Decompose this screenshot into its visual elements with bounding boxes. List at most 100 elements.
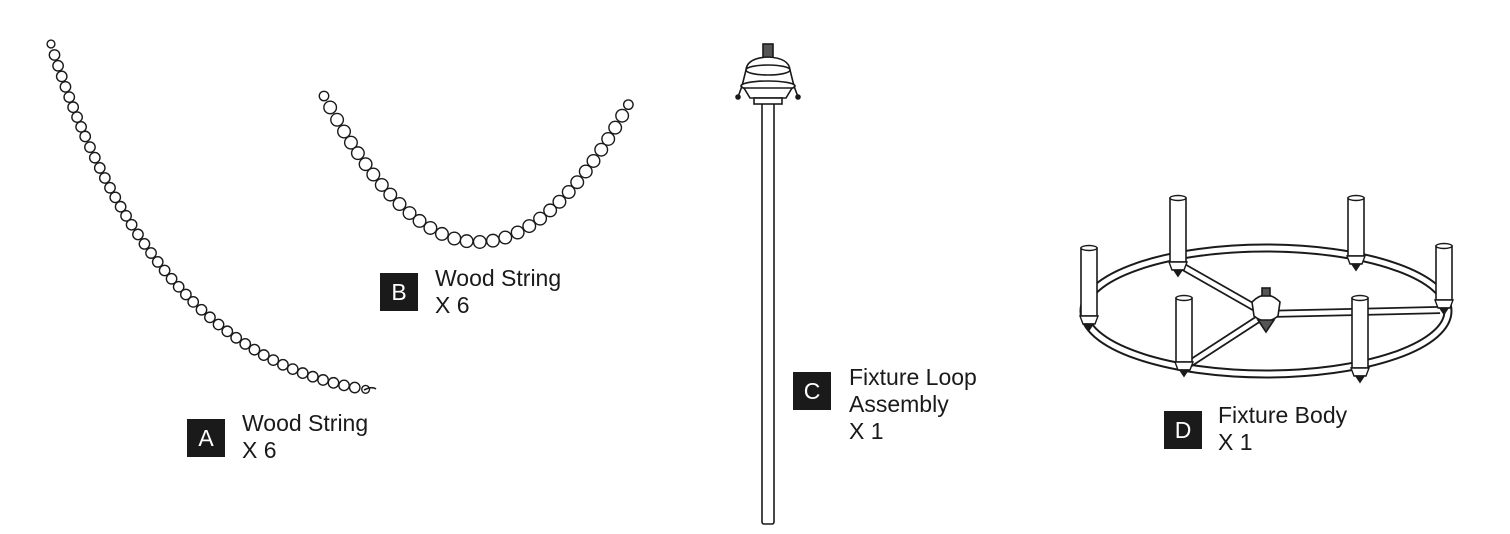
bead [330, 112, 345, 127]
part-name-line: Wood String [435, 265, 562, 291]
bead-chain-icon [318, 90, 634, 249]
bead [48, 49, 61, 61]
bead [578, 164, 593, 179]
bead [533, 211, 548, 226]
bead [120, 209, 132, 222]
bead [277, 358, 289, 371]
part-quantity: X 1 [849, 418, 884, 444]
bead [93, 162, 106, 174]
bead [522, 219, 537, 234]
bead [221, 325, 234, 338]
bead [337, 124, 352, 139]
bead [204, 311, 216, 324]
part-label-d: Fixture Body X 1 [1218, 402, 1347, 456]
bead [338, 379, 350, 392]
bead [158, 264, 171, 277]
bead [327, 376, 340, 389]
bead [52, 59, 64, 72]
bead [447, 231, 462, 246]
bead [423, 220, 438, 235]
bead [434, 226, 449, 241]
bead [88, 151, 101, 164]
bead [510, 225, 525, 240]
bead [601, 131, 616, 146]
loop-rod-icon [735, 43, 801, 525]
bead [570, 175, 585, 190]
part-label-a: Wood String X 6 [242, 410, 368, 464]
bead [543, 203, 558, 218]
part-badge-d: D [1164, 411, 1202, 449]
part-name-line: Assembly [849, 391, 949, 417]
bead [552, 194, 567, 209]
bead [392, 197, 407, 212]
part-quantity: X 6 [242, 437, 277, 463]
bead [498, 230, 513, 245]
bead [125, 218, 138, 231]
bead [608, 120, 623, 135]
bead [165, 272, 178, 285]
bead [109, 191, 122, 204]
bead [46, 39, 56, 49]
bead [318, 90, 330, 102]
chandelier-frame-icon [1078, 194, 1455, 384]
bead [350, 146, 365, 161]
bead [343, 135, 358, 150]
bead [472, 234, 487, 249]
bead [586, 153, 601, 168]
bead [79, 130, 92, 143]
bead [75, 120, 87, 133]
bead [485, 233, 500, 248]
bead [195, 303, 208, 316]
bead [132, 228, 144, 241]
bead [383, 187, 398, 202]
bead [374, 177, 389, 192]
candle-cup [1351, 297, 1369, 369]
candle-cup [1080, 247, 1098, 317]
part-badge-a: A [187, 419, 225, 457]
bead [212, 318, 225, 331]
bead [145, 247, 157, 259]
part-badge-c: C [793, 372, 831, 410]
bead [561, 185, 576, 200]
candle-cup [1347, 197, 1365, 257]
bead [615, 108, 630, 123]
bead [114, 200, 127, 213]
bead [179, 288, 192, 301]
bead-chain-icon [46, 39, 377, 394]
bead [172, 280, 185, 293]
bead [151, 256, 164, 268]
candle-cup [1435, 245, 1453, 301]
bead [296, 367, 309, 379]
bead [267, 354, 280, 367]
candle-cup [1175, 297, 1193, 363]
bead [98, 172, 111, 184]
bead [104, 181, 116, 194]
bead [323, 100, 338, 115]
bead [459, 234, 474, 249]
bead [412, 213, 427, 228]
bead [594, 142, 609, 157]
bead [239, 338, 252, 350]
bead [59, 80, 72, 93]
part-name-line: Fixture Loop [849, 364, 977, 390]
bead [358, 157, 373, 172]
bead [286, 363, 299, 376]
candle-cup [1169, 197, 1187, 263]
part-name-line: Wood String [242, 410, 369, 436]
bead [622, 99, 634, 111]
bead [306, 370, 319, 383]
bead [55, 70, 68, 83]
part-name-line: Fixture Body [1218, 402, 1348, 428]
bead [67, 101, 80, 114]
part-label-b: Wood String X 6 [435, 265, 561, 319]
bead [84, 141, 96, 154]
bead [138, 237, 151, 250]
bead [71, 111, 83, 124]
bead [248, 343, 261, 356]
part-quantity: X 6 [435, 292, 470, 318]
bead [230, 331, 243, 344]
bead [187, 295, 200, 308]
part-label-c: Fixture Loop Assembly X 1 [849, 364, 977, 445]
